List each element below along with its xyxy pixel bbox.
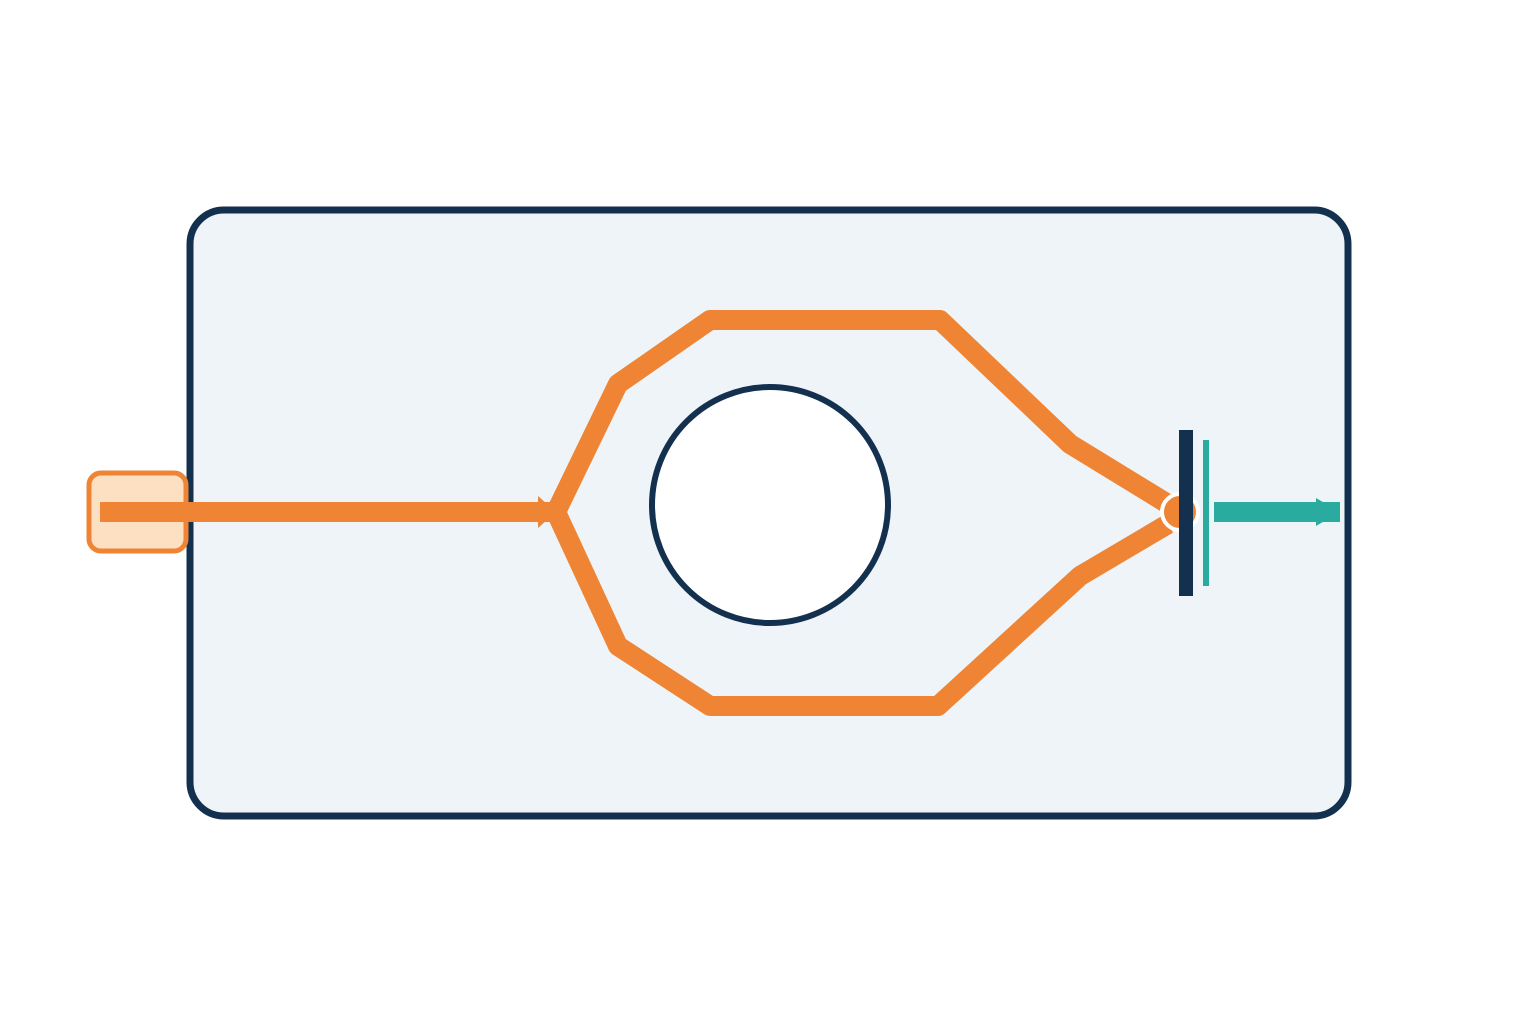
center-hole (649, 384, 891, 626)
output-beam-cap (1326, 502, 1340, 522)
output-plate (1203, 440, 1209, 586)
detector-plate (1179, 430, 1193, 596)
lower-arm-waveguide (546, 507, 1174, 716)
upper-arm-waveguide (547, 310, 1174, 517)
input-arrowhead (538, 496, 556, 528)
